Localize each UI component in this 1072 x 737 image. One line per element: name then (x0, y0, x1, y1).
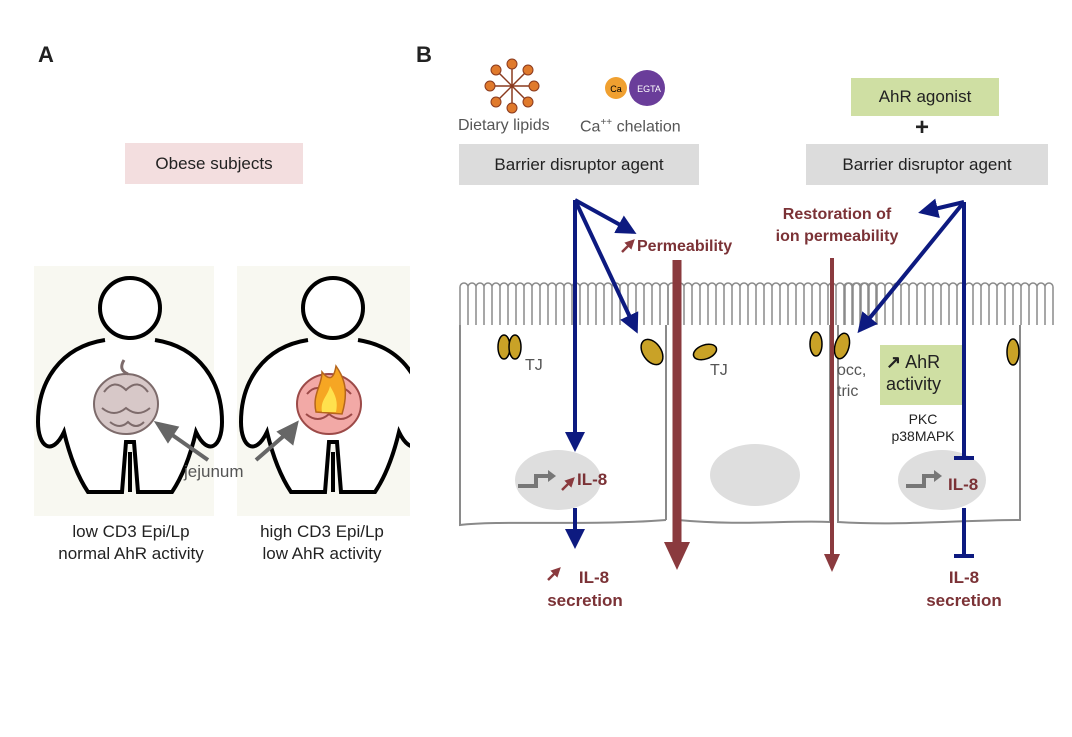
restoration-label: Restoration of ion permeability (757, 204, 917, 248)
right-caption-line-1: high CD3 Epi/Lp (260, 522, 384, 541)
ca-chelation-label: Ca++ chelation (580, 117, 681, 136)
kinases-label: PKC p38MAPK (878, 411, 968, 445)
il8-right-label: IL-8 (948, 475, 979, 494)
plus-sign: + (915, 114, 930, 141)
secretion-left-line-1: IL-8 (578, 568, 610, 587)
panel-b-letter: B (416, 42, 432, 67)
occ-tric-label: occ, tric (837, 360, 866, 402)
pkc-label: PKC (908, 411, 938, 427)
ahr-activity-line-2: activity (886, 374, 942, 394)
barrier-disruptor-right: Barrier disruptor agent (806, 144, 1048, 185)
restoration-line-1: Restoration of (782, 206, 892, 223)
secretion-right-label: IL-8 secretion (912, 566, 1016, 612)
ahr-activity-line-1: ↗ AhR (886, 352, 941, 372)
nucleus-middle (710, 444, 800, 506)
restoration-line-2: ion permeability (775, 228, 899, 245)
chelation-text: chelation (612, 118, 681, 136)
promoter-arrow-icons (518, 474, 934, 488)
ca-superscript: ++ (600, 117, 613, 128)
epithelium-diagram (459, 198, 1054, 581)
il8-left-label: IL-8 (577, 470, 608, 489)
jejunum-arrows (153, 420, 299, 462)
dietary-lipids-label: Dietary lipids (458, 117, 550, 134)
left-caption-line-1: low CD3 Epi/Lp (72, 522, 190, 541)
ahr-text: AhR (905, 352, 941, 372)
left-caption-line-2: normal AhR activity (58, 544, 204, 563)
obese-figures (34, 266, 410, 516)
tric-line: tric (837, 383, 859, 400)
ca-icon-text: Ca (610, 84, 622, 94)
secretion-left-label: IL-8 secretion (533, 566, 637, 612)
nucleus-left (515, 450, 601, 510)
ahr-activity-box: ↗ AhR activity (880, 345, 962, 405)
intestine-inflamed-icon (296, 364, 362, 435)
egta-icon-text: EGTA (637, 84, 661, 94)
lipid-micelle-icon (484, 58, 540, 114)
right-caption-line-2: low AhR activity (262, 544, 382, 563)
ca-egta-icon: Ca EGTA (605, 70, 665, 106)
tj-label-2: TJ (710, 362, 728, 379)
intestine-normal-icon (93, 359, 159, 435)
secretion-left-line-2: secretion (547, 591, 623, 610)
tj-label-1: TJ (525, 357, 543, 374)
secretion-right-line-1: IL-8 (948, 568, 980, 587)
p38mapk-label: p38MAPK (891, 428, 955, 444)
jejunum-label: jejunum (184, 462, 244, 481)
microvilli (459, 282, 1054, 326)
obese-subjects-header: Obese subjects (125, 143, 303, 184)
barrier-disruptor-left: Barrier disruptor agent (459, 144, 699, 185)
right-caption: high CD3 Epi/Lp low AhR activity (232, 521, 412, 565)
secretion-right-line-2: secretion (926, 591, 1002, 610)
left-caption: low CD3 Epi/Lp normal AhR activity (36, 521, 226, 565)
permeability-label: Permeability (637, 238, 733, 255)
increase-arrow-icons (547, 239, 635, 581)
nucleus-right (898, 450, 986, 510)
tight-junction-icons (497, 331, 1020, 366)
disruptor-arrows-left (565, 198, 639, 549)
ahr-agonist-box: AhR agonist (851, 78, 999, 116)
panel-a-letter: A (38, 42, 54, 67)
agonist-arrows-right (857, 198, 974, 558)
ca-text: Ca (580, 118, 601, 136)
occ-line: occ, (837, 362, 867, 379)
